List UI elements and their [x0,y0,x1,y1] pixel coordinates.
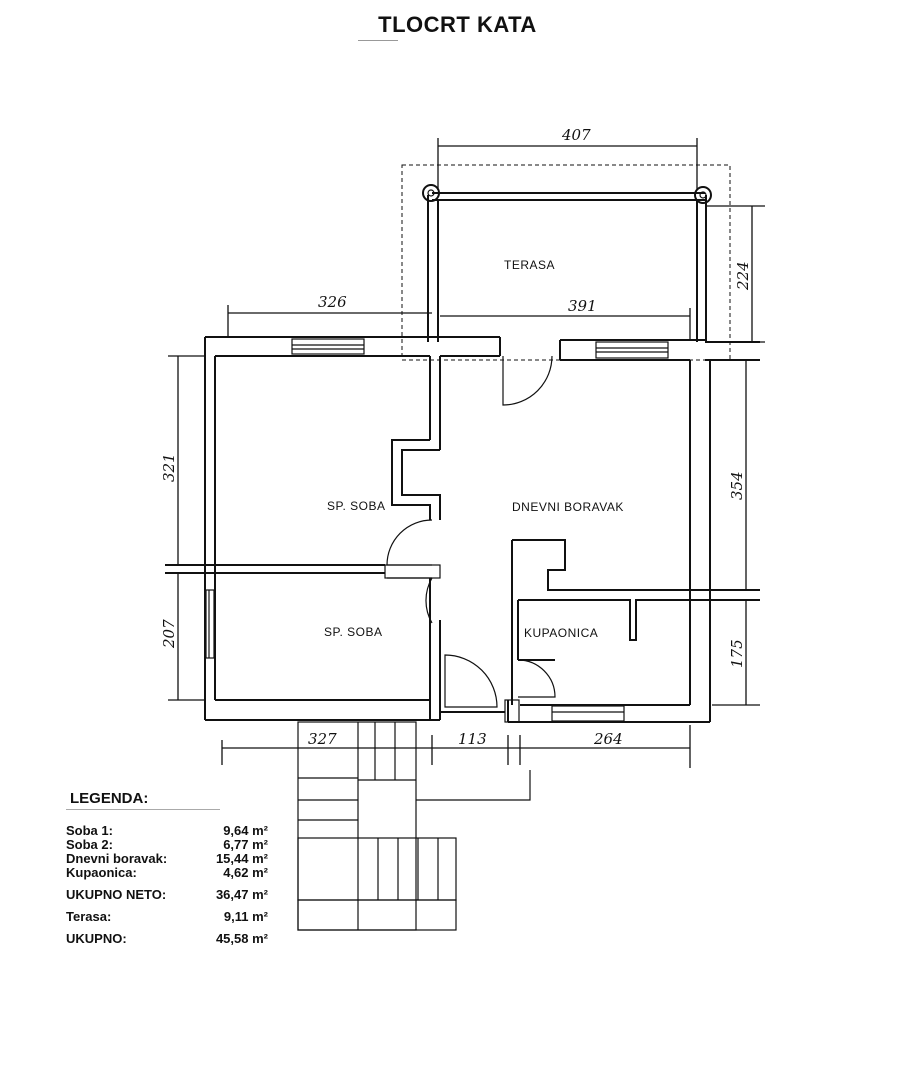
dim-label-bedroom2-depth: 207 [160,619,178,649]
legend-label: UKUPNO NETO: [66,887,167,902]
legend-value: 9,64 m² [223,823,268,838]
dim-label-bottom-left: 327 [308,730,337,748]
legend-row: Soba 1: 9,64 m² [66,824,268,838]
room-label-terrace: TERASA [504,258,555,272]
legend-label: Soba 2: [66,837,113,852]
page-title: TLOCRT KATA [378,12,537,37]
legend: LEGENDA: Soba 1: 9,64 m² Soba 2: 6,77 m²… [66,790,286,946]
legend-value: 15,44 m² [215,851,268,866]
room-label-living-room: DNEVNI BORAVAK [512,500,624,514]
stairs [297,721,531,931]
interior-walls [165,356,760,723]
dim-label-living-depth: 354 [728,471,746,500]
column-left [422,184,440,202]
legend-row: Terasa: 9,11 m² [66,910,268,924]
title-underline [358,40,398,41]
legend-row-total: UKUPNO: 45,58 m² [66,932,268,946]
legend-row: Kupaonica: 4,62 m² [66,866,268,880]
dim-label-terrace-depth: 224 [734,261,752,291]
legend-label: UKUPNO: [66,931,127,946]
legend-value: 9,11 m² [223,909,268,924]
terrace-outline [401,164,731,361]
legend-value: 4,62 m² [223,865,268,880]
windows [205,338,669,722]
doors [386,355,556,708]
legend-row: Soba 2: 6,77 m² [66,838,268,852]
dim-label-bath-depth: 175 [728,639,746,668]
legend-value: 36,47 m² [215,887,268,902]
room-label-bedroom-2: SP. SOBA [324,625,382,639]
dim-label-bedroom1-depth: 321 [160,453,178,482]
legend-title: LEGENDA: [66,790,220,810]
legend-label: Kupaonica: [66,865,137,880]
dim-label-bottom-right: 264 [593,730,623,748]
dim-label-bedroom-width: 326 [318,293,347,311]
terrace-railing [422,184,712,342]
legend-label: Terasa: [66,909,112,924]
dim-label-terrace-width: 407 [561,126,591,144]
room-label-bathroom: KUPAONICA [524,626,598,640]
dimension-lines [168,138,765,768]
legend-value: 6,77 m² [223,837,268,852]
room-label-bedroom-1: SP. SOBA [327,499,385,513]
legend-label: Dnevni boravak: [66,851,168,866]
column-right [694,186,712,204]
legend-row-net-total: UKUPNO NETO: 36,47 m² [66,888,268,902]
dim-label-bottom-mid: 113 [458,730,487,748]
legend-row: Dnevni boravak: 15,44 m² [66,852,268,866]
legend-label: Soba 1: [66,823,113,838]
outer-walls [204,336,760,723]
dim-label-living-width: 391 [568,297,597,315]
legend-value: 45,58 m² [215,931,268,946]
